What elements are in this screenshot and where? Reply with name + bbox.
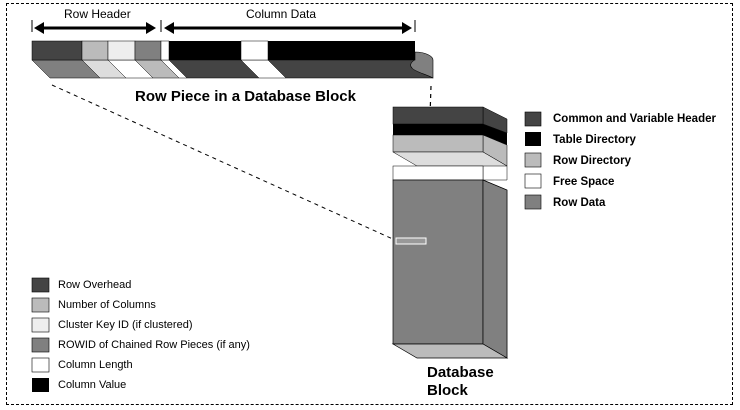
row-legend-label: Row Overhead: [58, 279, 132, 291]
swatch-column-length: [31, 357, 50, 373]
database-block-label: Database Block: [427, 364, 494, 400]
seg-number-of-columns: [81, 40, 109, 61]
row-piece-highlight: [395, 237, 427, 245]
database-block-label-line1: Database: [427, 364, 494, 381]
seg-column-length-1: [160, 40, 170, 61]
diagram-frame: [6, 3, 733, 405]
column-data-label: Column Data: [246, 7, 317, 21]
swatch-common-variable-header: [524, 111, 542, 127]
swatch-row-overhead: [31, 277, 50, 293]
swatch-row-directory: [524, 152, 542, 168]
row-header-arrow: [31, 20, 162, 34]
block-legend-label: Free Space: [553, 176, 615, 188]
row-piece-strip: [31, 40, 415, 61]
seg-rowid-chained: [134, 40, 162, 61]
swatch-row-data: [524, 194, 542, 210]
row-legend-label: Column Length: [58, 359, 133, 371]
swatch-rowid-chained: [31, 337, 50, 353]
seg-column-length-2: [240, 40, 269, 61]
swatch-table-directory: [525, 132, 541, 146]
block-legend-label: Table Directory: [553, 134, 636, 146]
connector-line-left: [51, 84, 396, 241]
row-legend-swatches: [31, 277, 50, 392]
block-legend-label: Common and Variable Header: [553, 113, 716, 125]
seg-row-overhead: [31, 40, 83, 61]
block-legend-label: Row Directory: [553, 155, 631, 167]
row-legend-label: Cluster Key ID (if clustered): [58, 319, 193, 331]
database-block: [391, 106, 509, 359]
column-data-arrow: [164, 20, 416, 34]
seg-column-value-2: [268, 41, 415, 60]
swatch-column-value: [32, 378, 49, 392]
block-legend-label: Row Data: [553, 197, 606, 209]
block-legend-swatches: [524, 111, 542, 210]
swatch-free-space: [524, 173, 542, 189]
seg-cluster-key-id: [107, 40, 136, 61]
row-legend-label: Number of Columns: [58, 299, 156, 311]
row-header-label: Row Header: [64, 7, 131, 21]
swatch-number-of-columns: [31, 297, 50, 313]
row-piece-title: Row Piece in a Database Block: [135, 88, 356, 105]
seg-column-value-1: [169, 41, 241, 60]
database-block-label-line2: Block: [427, 382, 468, 399]
swatch-cluster-key-id: [31, 317, 50, 333]
row-legend-label: ROWID of Chained Row Pieces (if any): [58, 339, 250, 351]
row-legend-label: Column Value: [58, 379, 127, 391]
